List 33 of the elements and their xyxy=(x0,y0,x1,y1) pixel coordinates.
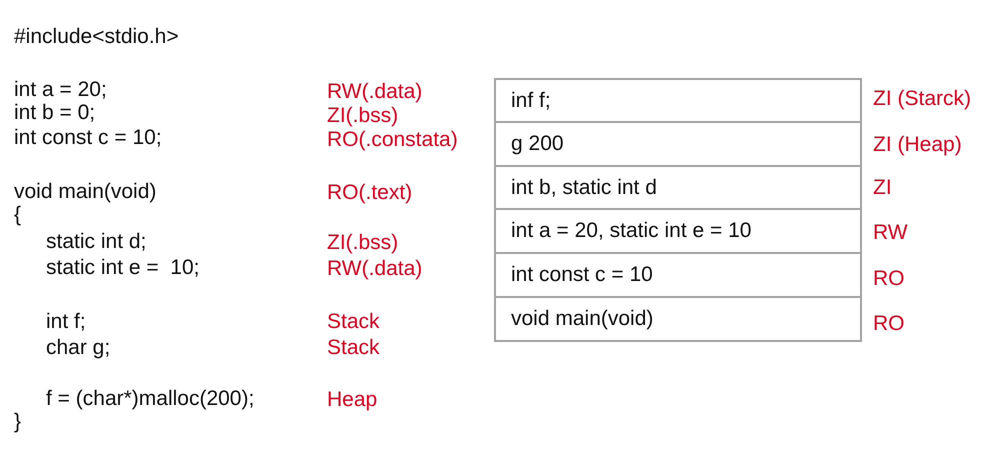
region-type-label: RW xyxy=(873,221,908,245)
memory-section-label: ZI(.bss) xyxy=(327,104,398,128)
memory-region-row: inf f; xyxy=(494,78,862,123)
region-type-label: ZI xyxy=(873,176,892,200)
memory-region-row: int a = 20, static int e = 10 xyxy=(494,208,862,254)
code-line: void main(void) xyxy=(14,180,156,204)
region-type-label: ZI (Starck) xyxy=(873,87,971,111)
code-line: f = (char*)malloc(200); xyxy=(46,387,254,411)
memory-section-label: Stack xyxy=(327,336,380,360)
code-line: static int e = 10; xyxy=(46,256,200,280)
memory-region-row: int const c = 10 xyxy=(494,252,862,298)
code-line: } xyxy=(14,410,22,434)
code-line: { xyxy=(14,203,22,227)
code-line: char g; xyxy=(46,336,110,360)
code-line: int b = 0; xyxy=(14,101,96,125)
memory-region-row: int b, static int d xyxy=(494,165,862,210)
memory-region-row: void main(void) xyxy=(494,296,862,342)
code-line: int f; xyxy=(46,310,86,334)
memory-section-label: RW(.data) xyxy=(327,257,422,281)
memory-region-row: g 200 xyxy=(494,121,862,167)
code-line: int a = 20; xyxy=(14,78,107,102)
memory-section-label: RO(.text) xyxy=(327,181,412,205)
region-type-label: RO xyxy=(873,312,904,336)
code-line: int const c = 10; xyxy=(14,126,162,150)
memory-section-label: ZI(.bss) xyxy=(327,231,398,255)
memory-section-label: RW(.data) xyxy=(327,80,422,104)
code-line: #include<stdio.h> xyxy=(14,25,179,49)
memory-section-label: Stack xyxy=(327,310,380,334)
region-type-label: ZI (Heap) xyxy=(873,133,962,157)
region-type-label: RO xyxy=(873,267,904,291)
memory-section-label: Heap xyxy=(327,388,378,412)
code-line: static int d; xyxy=(46,230,146,254)
memory-section-label: RO(.constata) xyxy=(327,128,458,152)
